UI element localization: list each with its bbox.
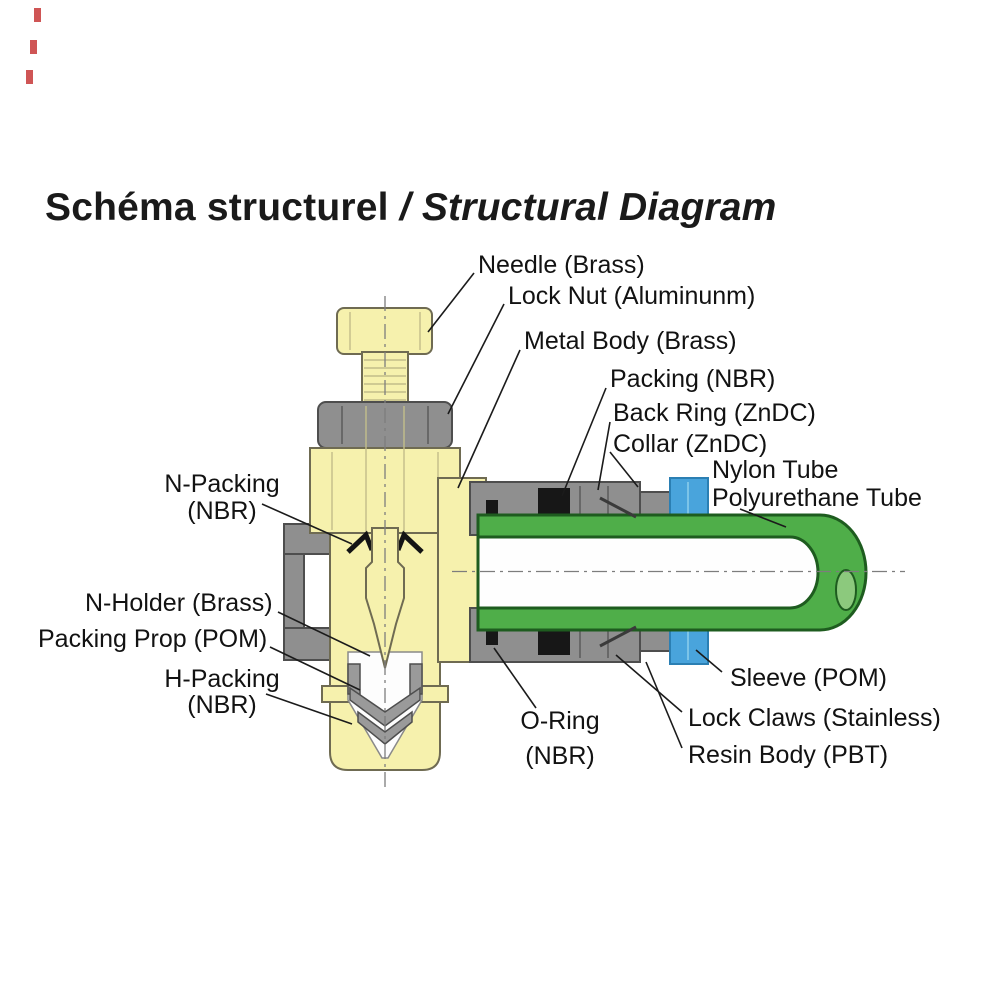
label-n-holder: N-Holder (Brass)	[85, 589, 273, 617]
body-cavity	[347, 651, 423, 759]
red-artifact-mark	[30, 40, 37, 54]
clip-bottom-tab	[283, 627, 333, 661]
part-labels: Needle (Brass) Lock Nut (Aluminunm) Meta…	[38, 251, 941, 770]
leader-n-holder	[277, 611, 371, 657]
label-sleeve: Sleeve (POM)	[730, 664, 887, 692]
label-packing-prop: Packing Prop (POM)	[38, 625, 267, 653]
lock-claws-part	[599, 625, 637, 648]
label-n-packing-line2: (NBR)	[187, 497, 256, 525]
label-h-packing-line2: (NBR)	[187, 691, 256, 719]
red-artifact-marks	[26, 8, 41, 84]
tube-end-face	[835, 569, 857, 611]
n-packing-part	[346, 530, 375, 554]
lock-claws-part	[599, 496, 637, 519]
label-nylon-tube: Nylon Tube	[712, 456, 838, 484]
label-o-ring-line1: O-Ring	[520, 707, 599, 735]
label-resin-body: Resin Body (PBT)	[688, 741, 888, 769]
label-polyurethane-tube: Polyurethane Tube	[712, 484, 922, 512]
leader-packing	[561, 387, 607, 497]
leader-resin-body	[645, 661, 683, 749]
leader-sleeve	[695, 649, 723, 673]
label-lock-claws: Lock Claws (Stainless)	[688, 704, 941, 732]
label-needle: Needle (Brass)	[478, 251, 645, 279]
red-artifact-mark	[34, 8, 41, 22]
label-n-packing-line1: N-Packing	[164, 470, 279, 498]
metal-body-hex	[309, 406, 461, 534]
title-separator: /	[388, 186, 422, 229]
title-english: Structural Diagram	[421, 186, 777, 229]
packing-part	[538, 488, 570, 518]
leader-lines	[261, 272, 787, 749]
title-french: Schéma structurel	[45, 186, 389, 229]
page-title: Schéma structurel / Structural Diagram	[45, 186, 777, 230]
leader-collar	[609, 451, 639, 488]
label-h-packing-line1: H-Packing	[164, 665, 279, 693]
label-metal-body: Metal Body (Brass)	[524, 327, 737, 355]
label-lock-nut: Lock Nut (Aluminunm)	[508, 282, 755, 310]
o-ring-part	[486, 500, 498, 514]
leader-needle	[427, 272, 475, 333]
leader-h-packing	[265, 693, 353, 725]
o-ring-part	[486, 631, 498, 645]
leader-lock-nut	[447, 303, 505, 415]
label-o-ring-line2: (NBR)	[525, 742, 594, 770]
hex-body	[309, 447, 461, 534]
label-packing: Packing (NBR)	[610, 365, 775, 393]
leader-lock-claws	[615, 654, 683, 713]
fitting-drawing	[283, 296, 905, 792]
label-collar: Collar (ZnDC)	[613, 430, 767, 458]
n-packing-part	[395, 530, 424, 554]
leader-n-packing	[261, 503, 353, 545]
mounting-clip	[283, 523, 333, 661]
label-back-ring: Back Ring (ZnDC)	[613, 399, 816, 427]
leader-o-ring	[493, 647, 537, 709]
leader-packing-prop	[269, 646, 361, 691]
tube-part	[476, 513, 868, 632]
leader-tube	[739, 508, 787, 528]
leader-back-ring	[597, 421, 611, 491]
red-artifact-mark	[26, 70, 33, 84]
tube-bore	[476, 535, 820, 610]
leader-metal-body	[457, 349, 521, 489]
